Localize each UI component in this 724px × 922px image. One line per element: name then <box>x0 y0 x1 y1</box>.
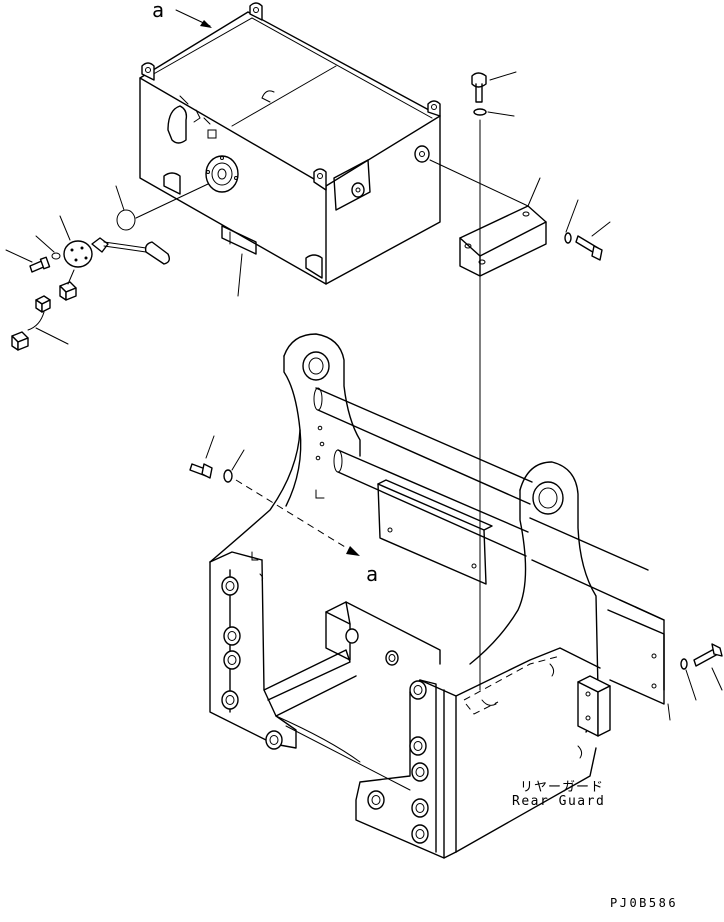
frame-assembly <box>209 333 671 859</box>
fuel-gauge-parts <box>5 183 209 351</box>
rear-guard-label-english: Rear Guard <box>512 794 606 809</box>
frame-bolts <box>189 435 723 701</box>
mounting-bracket <box>429 71 611 691</box>
left-plate-bolts <box>221 576 283 750</box>
reference-mark-top: a <box>152 0 165 22</box>
reference-mark-mid: a <box>366 562 379 586</box>
tank-assembly <box>139 2 441 297</box>
reference-arrow-top <box>175 9 212 28</box>
right-plate-bolts <box>367 680 429 844</box>
rear-guard-label-japanese: リヤーガード <box>520 780 605 795</box>
drawing-code: PJ0B586 <box>610 896 679 910</box>
